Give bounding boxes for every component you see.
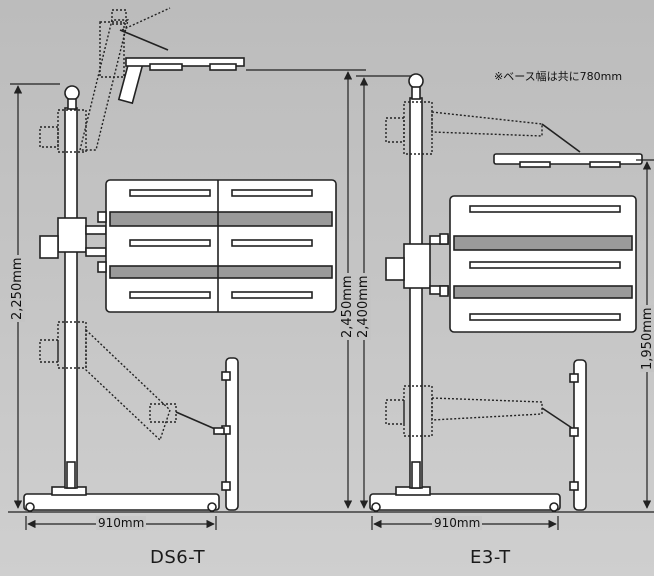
ds6-t-model-name: DS6-T xyxy=(150,547,206,568)
ds6-t-width-label: 910mm xyxy=(96,516,147,530)
e3-t-min-height-label: 1,950mm xyxy=(640,305,654,372)
ds6-t-upper-position xyxy=(39,7,171,153)
ds6-t-stand xyxy=(23,85,220,512)
e3-t-lamp-panel xyxy=(439,195,637,333)
e3-t-upper-position xyxy=(385,101,543,437)
e3-t-max-height-label: 2,400mm xyxy=(356,273,371,340)
ds6-t-lamp-panel xyxy=(97,179,337,313)
ds6-t-upper-lamp xyxy=(117,29,245,105)
ds6-t-lower-position xyxy=(39,321,177,442)
e3-t-width-label: 910mm xyxy=(432,516,483,530)
e3-t-lower-lamp xyxy=(541,359,587,511)
ds6-t-max-height-label: 2,450mm xyxy=(340,273,355,340)
ds6-t-min-height-label: 2,250mm xyxy=(10,255,25,322)
base-width-note: ※ベース幅は共に780mm xyxy=(494,70,623,83)
ds6-t-lower-lamp xyxy=(175,357,239,511)
e3-t-model-name: E3-T xyxy=(470,547,511,568)
e3-t-stand xyxy=(369,73,561,512)
e3-t-upper-lamp xyxy=(493,123,643,168)
